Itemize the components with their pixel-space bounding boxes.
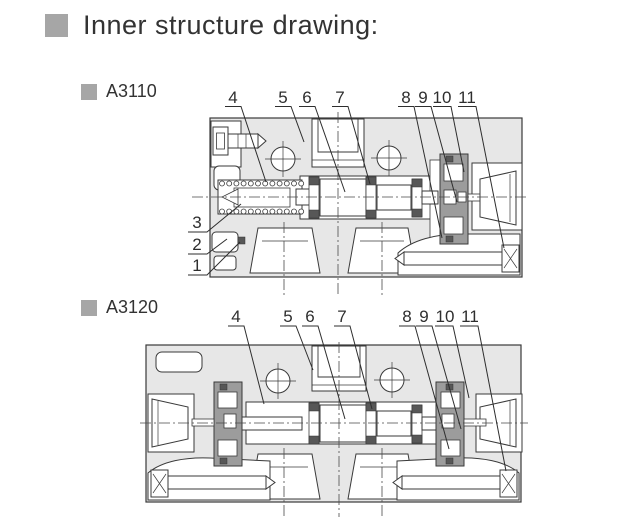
callout-8: 8 <box>401 88 410 107</box>
phillips-screw <box>394 244 520 273</box>
section-bullet-icon <box>81 84 97 100</box>
callout-10: 10 <box>436 307 455 326</box>
callout-4: 4 <box>228 88 237 107</box>
section-bullet-icon <box>81 300 97 316</box>
seal-detail <box>237 236 246 245</box>
a3120-diagram: 4 5 6 7 8 9 10 11 <box>140 307 528 517</box>
callout-7: 7 <box>335 88 344 107</box>
callout-11: 11 <box>461 307 479 326</box>
callout-7: 7 <box>337 307 346 326</box>
section-label-a3110: A3110 <box>106 81 157 101</box>
callout-numbers: 4 5 6 7 8 9 10 11 <box>231 307 479 326</box>
callout-6: 6 <box>302 88 311 107</box>
callout-4: 4 <box>231 307 240 326</box>
end-fitting <box>479 170 517 226</box>
return-spring <box>219 180 305 215</box>
title-bullet-icon <box>45 14 68 37</box>
screw-hole-crosshairs <box>260 362 410 399</box>
callout-11: 11 <box>458 88 476 107</box>
callout-10: 10 <box>433 88 452 107</box>
centerlines <box>192 112 528 296</box>
screw-hole-crosshairs <box>265 140 407 177</box>
section-label-a3120: A3120 <box>106 297 159 317</box>
callout-5: 5 <box>278 88 287 107</box>
callout-9: 9 <box>419 307 428 326</box>
slotted-screw <box>212 126 267 156</box>
callout-5: 5 <box>283 307 292 326</box>
callout-2: 2 <box>192 235 201 254</box>
callout-3: 3 <box>192 213 201 232</box>
phillips-screw <box>150 469 276 498</box>
centerlines <box>140 342 528 517</box>
page-title: Inner structure drawing: <box>83 10 379 40</box>
callout-9: 9 <box>418 88 427 107</box>
phillips-screw <box>392 469 518 498</box>
callout-numbers: 4 5 6 7 8 9 10 11 3 2 1 <box>192 88 476 275</box>
callout-leaders <box>188 106 505 276</box>
callout-8: 8 <box>402 307 411 326</box>
callout-1: 1 <box>192 256 201 275</box>
callout-leaders <box>228 325 507 472</box>
spool-assembly <box>295 176 439 219</box>
a3110-diagram: 4 5 6 7 8 9 10 11 3 2 1 <box>188 88 528 296</box>
pilot-assembly <box>191 381 243 467</box>
callout-6: 6 <box>305 307 314 326</box>
